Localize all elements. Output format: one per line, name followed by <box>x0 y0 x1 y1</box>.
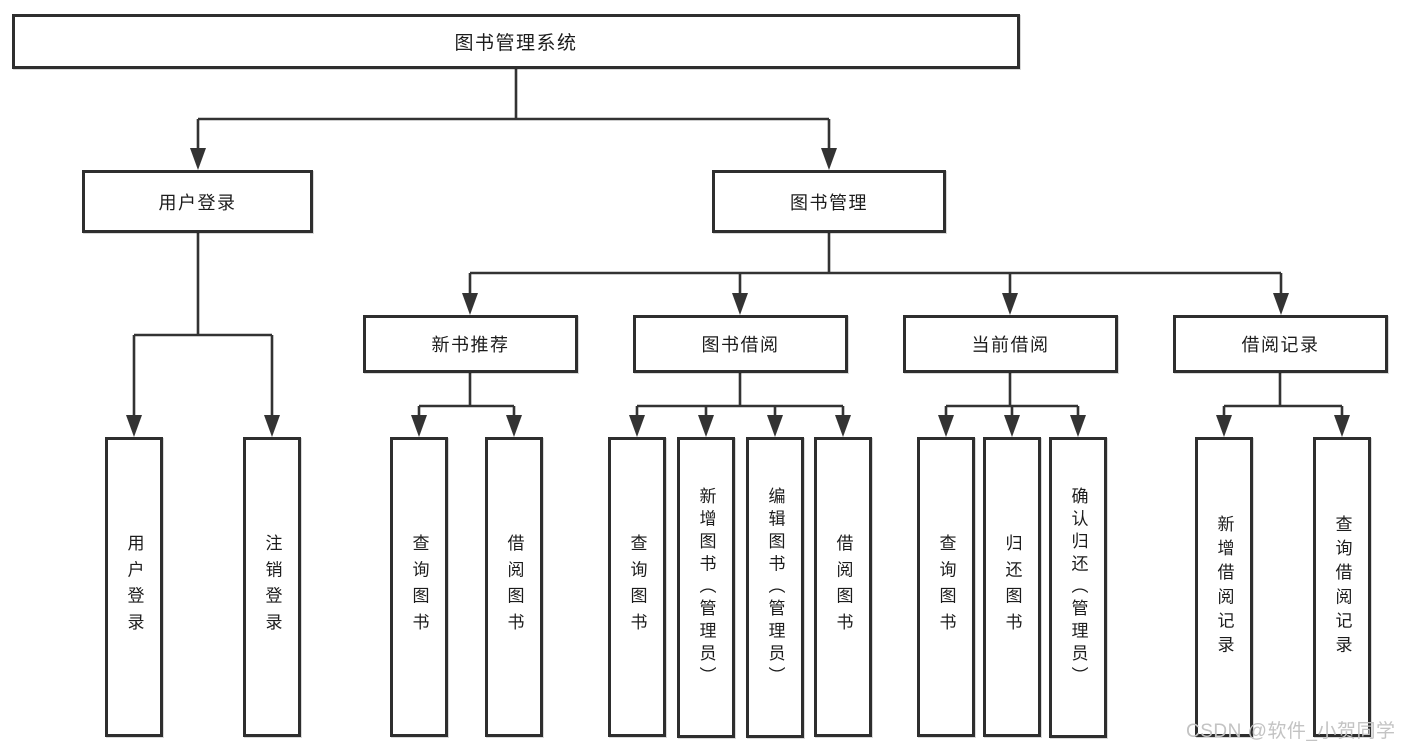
leaf-borrow-books-recommend: 借阅图书 <box>485 437 543 737</box>
leaf-logout: 注销登录 <box>243 437 301 737</box>
leaf-query-borrow-record: 查询借阅记录 <box>1313 437 1371 737</box>
node-new-book-recommendation: 新书推荐 <box>363 315 578 373</box>
node-user-login-branch: 用户登录 <box>82 170 313 233</box>
leaf-query-books-current: 查询图书 <box>917 437 975 737</box>
arrowhead-icons <box>126 148 1350 437</box>
csdn-watermark: CSDN @软件_小贺同学 <box>1186 721 1396 742</box>
node-current-borrowing: 当前借阅 <box>903 315 1118 373</box>
leaf-edit-books-admin: 编辑图书（管理员） <box>746 437 804 738</box>
leaf-user-login: 用户登录 <box>105 437 163 737</box>
node-borrowing-records: 借阅记录 <box>1173 315 1388 373</box>
node-library-management-system: 图书管理系统 <box>12 14 1020 69</box>
node-book-management-branch: 图书管理 <box>712 170 946 233</box>
leaf-return-books: 归还图书 <box>983 437 1041 737</box>
leaf-add-borrow-record: 新增借阅记录 <box>1195 437 1253 737</box>
leaf-query-books-borrowing: 查询图书 <box>608 437 666 737</box>
leaf-query-books-recommend: 查询图书 <box>390 437 448 737</box>
leaf-confirm-return-admin: 确认归还（管理员） <box>1049 437 1107 738</box>
leaf-borrow-books: 借阅图书 <box>814 437 872 737</box>
node-book-borrowing: 图书借阅 <box>633 315 848 373</box>
leaf-add-books-admin: 新增图书（管理员） <box>677 437 735 738</box>
